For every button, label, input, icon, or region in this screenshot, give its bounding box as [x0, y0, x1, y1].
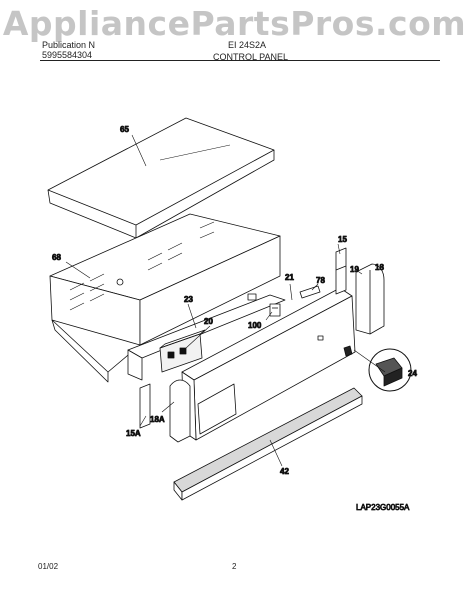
part-15-bracket	[335, 247, 347, 295]
label-65: 65	[120, 125, 129, 134]
publication-label: Publication N	[42, 40, 96, 50]
label-18: 18	[375, 263, 384, 272]
part-18A-end-cap	[169, 379, 191, 443]
label-100: 100	[248, 321, 262, 330]
footer-page-number: 2	[232, 562, 237, 571]
part-68-housing	[49, 213, 281, 383]
model-number: EI 24S2A	[228, 40, 267, 50]
footer-date: 01/02	[38, 562, 59, 571]
watermark: AppliancePartsPros.com	[2, 4, 467, 43]
label-15: 15	[338, 235, 347, 244]
header-rule	[40, 60, 440, 61]
label-68: 68	[52, 253, 61, 262]
label-21: 21	[285, 273, 294, 282]
part-18-end-cap	[355, 263, 385, 335]
diagram-code: LAP23G0055A	[356, 503, 410, 512]
label-18A: 18A	[150, 415, 165, 424]
label-23: 23	[184, 295, 193, 304]
label-15A: 15A	[126, 429, 141, 438]
label-42: 42	[280, 467, 289, 476]
part-23-bracket	[127, 293, 286, 381]
leader-lines	[65, 134, 386, 467]
part-20-control-board	[159, 329, 206, 373]
publication-number: 5995584304	[42, 50, 93, 60]
part-78-clip	[299, 285, 321, 299]
part-100-switch	[269, 303, 281, 317]
part-15A-bracket	[139, 383, 151, 429]
label-24: 24	[408, 369, 417, 378]
section-title: CONTROL PANEL	[213, 52, 289, 62]
part-24-rocker-switch	[368, 348, 412, 392]
label-78: 78	[316, 276, 325, 285]
label-20: 20	[204, 317, 213, 326]
label-19: 19	[350, 265, 359, 274]
part-42-vent-trim	[173, 387, 363, 501]
part-65-top-cover	[47, 117, 275, 239]
part-24-connector	[343, 345, 353, 357]
